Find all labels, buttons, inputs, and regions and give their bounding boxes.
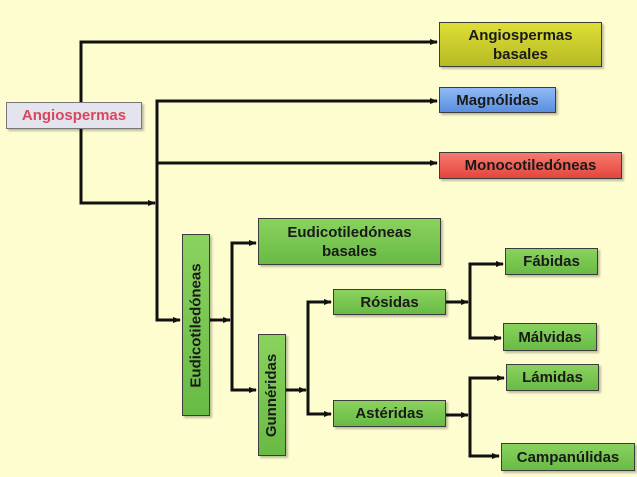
node-asteridas: Astéridas bbox=[333, 400, 446, 427]
node-eudicotiledoneas-basales-label: Eudicotiledóneas basales bbox=[287, 223, 412, 260]
node-rosidas-label: Rósidas bbox=[360, 293, 419, 311]
edge-to-eudicotiledoneas bbox=[155, 203, 181, 323]
edge-to-gunneridas bbox=[230, 320, 257, 393]
node-eudicotiledoneas: Eudicotiledóneas bbox=[182, 234, 210, 416]
node-lamidas: Lámidas bbox=[506, 364, 599, 391]
node-malvidas-label: Málvidas bbox=[518, 328, 582, 346]
edge-to-eudicot-basales bbox=[230, 240, 257, 320]
node-fabidas: Fábidas bbox=[505, 248, 598, 275]
node-eudicotiledoneas-basales: Eudicotiledóneas basales bbox=[258, 218, 441, 265]
node-gunneridas: Gunnéridas bbox=[258, 334, 286, 456]
node-angiospermas: Angiospermas bbox=[6, 102, 142, 129]
edge-to-malvidas bbox=[468, 302, 502, 341]
node-rosidas: Rósidas bbox=[333, 289, 446, 315]
edge-to-asteridas bbox=[306, 390, 332, 417]
edge-to-lamidas bbox=[468, 375, 505, 415]
node-lamidas-label: Lámidas bbox=[522, 369, 583, 386]
node-fabidas-label: Fábidas bbox=[523, 253, 580, 270]
node-campanulidas: Campanúlidas bbox=[501, 443, 635, 471]
edge-to-campanulidas bbox=[468, 415, 500, 459]
node-angiospermas-basales: Angiospermas basales bbox=[439, 22, 602, 67]
edge-to-rosidas bbox=[306, 299, 332, 390]
node-campanulidas-label: Campanúlidas bbox=[516, 448, 620, 466]
node-gunneridas-label: Gunnéridas bbox=[263, 353, 281, 437]
edge-to-magnolidas bbox=[155, 98, 438, 203]
node-magnolidas-label: Magnólidas bbox=[456, 91, 539, 109]
node-monocotiledoneas: Monocotiledóneas bbox=[439, 152, 622, 179]
edge-to-fabidas bbox=[468, 261, 504, 302]
node-angiospermas-label: Angiospermas bbox=[21, 107, 127, 124]
node-asteridas-label: Astéridas bbox=[355, 405, 424, 422]
edge-angiospermas-basales bbox=[79, 39, 438, 102]
node-eudicotiledoneas-label: Eudicotiledóneas bbox=[187, 262, 205, 388]
node-angiospermas-basales-label: Angiospermas basales bbox=[468, 26, 573, 63]
edge-angiospermas-eudicot-trunk bbox=[79, 128, 156, 206]
node-magnolidas: Magnólidas bbox=[439, 87, 556, 113]
node-monocotiledoneas-label: Monocotiledóneas bbox=[464, 157, 597, 174]
node-malvidas: Málvidas bbox=[503, 323, 597, 351]
